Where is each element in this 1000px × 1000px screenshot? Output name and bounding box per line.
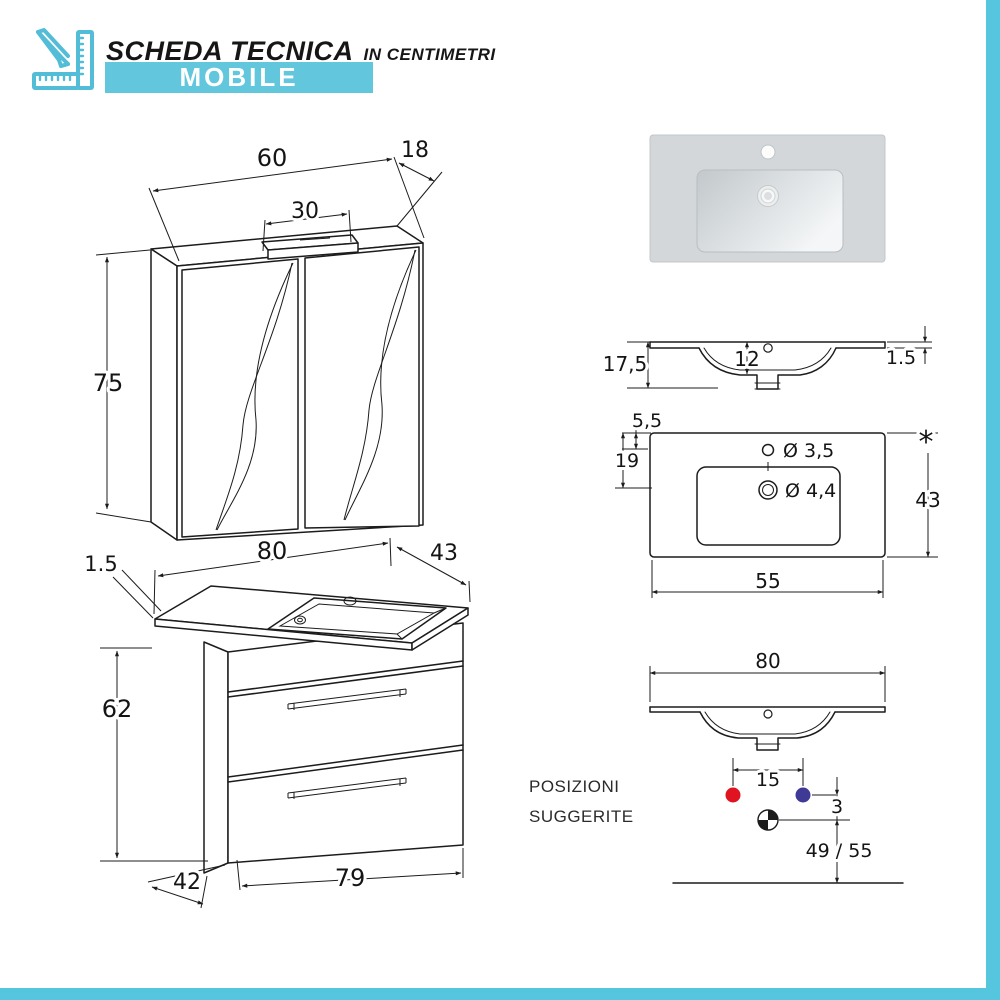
- positions-drawing: 80 15 3 49 / 55: [649, 646, 904, 884]
- cold-water-dot: [795, 787, 811, 803]
- page-title: SCHEDA TECNICA IN CENTIMETRI: [106, 36, 496, 67]
- vanity-top-depth-dim: 43: [430, 541, 458, 566]
- ruler-horizontal-icon: [32, 72, 80, 90]
- title-units: IN CENTIMETRI: [363, 45, 496, 64]
- top-view-dimension-lines: [615, 425, 938, 598]
- bottom-accent-bar: [0, 988, 1000, 1000]
- basin-top-view-drawing: 5,5 19 Ø 3,5 Ø 4,4 * 43 55: [612, 407, 944, 598]
- hot-water-dot: [725, 787, 741, 803]
- ruler-vertical-icon: [76, 30, 94, 90]
- vanity-drawer-handles: [287, 688, 407, 799]
- positions-dimension-lines: [649, 666, 886, 702]
- mirror-door-wave-decor: [215, 249, 417, 531]
- top-view-tap-offset-dim: 5,5: [632, 410, 662, 432]
- mirror-depth-dim: 18: [401, 138, 429, 163]
- top-view-drain-diameter-label: Ø 4,4: [785, 480, 836, 502]
- top-view-tap-diameter-label: Ø 3,5: [783, 440, 834, 462]
- basin-photo: [649, 134, 886, 263]
- vanity-dimension-lines: [100, 537, 471, 909]
- section-bowl-depth-dim: 12: [734, 347, 759, 371]
- ruler-pencil-logo-icon: [32, 28, 94, 90]
- top-view-depth-dim: 43: [915, 488, 940, 512]
- vanity-front-face: [227, 622, 464, 864]
- top-view-drain-offset-dim: 19: [615, 450, 639, 472]
- positions-height-range-dim: 49 / 55: [806, 840, 873, 862]
- pencil-icon: [36, 28, 70, 68]
- top-view-drain: [758, 480, 778, 500]
- vanity-body-depth-dim: 42: [173, 870, 201, 895]
- vanity-top-thickness-dim: 1.5: [84, 552, 117, 576]
- top-view-bowl: [696, 466, 841, 546]
- positions-drop-dim: 3: [831, 796, 843, 818]
- top-view-width-dim: 55: [755, 569, 780, 593]
- top-view-note-marker: *: [919, 425, 934, 460]
- mirror-light-bar: [261, 234, 359, 260]
- vanity-height-dim: 62: [102, 695, 133, 723]
- mobile-badge: MOBILE: [105, 62, 373, 93]
- basin-section-drawing: 17,5 12 1.5: [600, 326, 932, 390]
- section-dimension-lines: [627, 326, 932, 389]
- basin-photo-bowl: [696, 169, 844, 253]
- mirror-side-panel: [150, 248, 178, 541]
- positions-label-line1: POSIZIONI: [529, 777, 620, 796]
- title-text: SCHEDA TECNICA: [106, 36, 354, 66]
- top-view-tap-hole: [761, 443, 775, 457]
- positions-spacing-dim: 15: [756, 769, 780, 791]
- right-accent-bar: [986, 0, 1000, 1000]
- vanity-unit-drawing: 80 43 1.5 62 42 79: [81, 534, 471, 909]
- section-total-height-dim: 17,5: [603, 352, 648, 376]
- drain-center-symbol: [757, 809, 779, 831]
- vanity-body-width-dim: 79: [335, 864, 366, 892]
- vanity-tap-hole: [343, 596, 357, 606]
- vanity-side-panel: [203, 641, 229, 874]
- mirror-height-dim: 75: [93, 369, 124, 397]
- section-tap-hole: [763, 343, 773, 353]
- basin-photo-tap-hole: [760, 144, 776, 160]
- vanity-basin: [267, 596, 447, 640]
- vanity-drain-hole: [294, 615, 306, 625]
- positions-width-dim: 80: [755, 649, 780, 673]
- section-edge-thickness-dim: 1.5: [886, 347, 916, 369]
- mirror-light-width-dim: 30: [291, 199, 319, 224]
- mirror-dimension-lines: [95, 156, 443, 523]
- mirror-width-dim: 60: [257, 144, 288, 172]
- positions-label-line2: SUGGERITE: [529, 807, 634, 826]
- positions-spacing-lines: [732, 758, 804, 786]
- vanity-top-width-dim: 80: [257, 537, 288, 565]
- vanity-drawer-dividers: [227, 660, 464, 783]
- positions-label: POSIZIONI SUGGERITE: [529, 772, 634, 832]
- positions-tap-hole: [763, 709, 773, 719]
- vanity-top-right-edge: [411, 607, 469, 651]
- mirror-cabinet-drawing: 60 18 30 75: [90, 135, 443, 541]
- mirror-door-left: [181, 258, 299, 538]
